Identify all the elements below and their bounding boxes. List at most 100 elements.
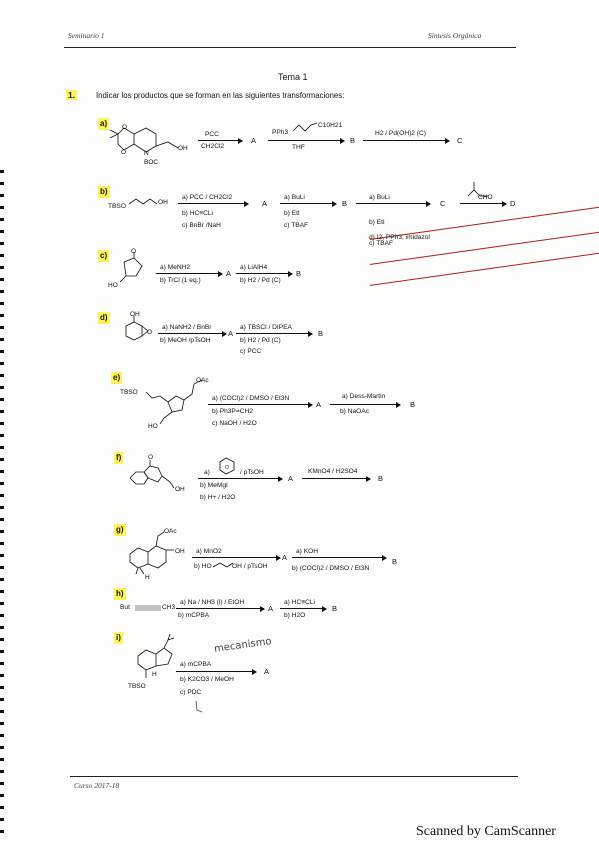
b-step2-b: b) EtI — [284, 210, 300, 217]
g-step1-bottom2: OH / pTsOH — [232, 563, 268, 570]
atom-c-o: O — [131, 248, 136, 255]
header-rule — [64, 47, 516, 48]
e-product-B: B — [410, 400, 416, 409]
question-number: 1. — [66, 90, 78, 100]
b-product-B: B — [342, 199, 348, 208]
atom-a-n: N — [144, 150, 149, 157]
f-step1-dihydropyran: O — [219, 457, 235, 475]
atom-d-o: O — [147, 329, 152, 336]
f-step1-ptsoh: / pTsOH — [240, 469, 264, 476]
a-step2-bottom: THF — [292, 144, 305, 151]
c-step1-top: a) MeNH2 — [160, 264, 191, 271]
molecule-c: O HO — [108, 248, 143, 289]
f-step2-top: KMnO4 / H2SO4 — [308, 468, 358, 475]
g-step1-ethylene-glycol — [212, 562, 234, 568]
d-step1-top: a) NaNH2 / BnBr — [162, 324, 212, 331]
g-step1-bottom: b) HO — [194, 563, 212, 570]
label-e: e) — [111, 372, 123, 384]
f-product-A: A — [288, 474, 294, 483]
i-step1-b: b) K2CO3 / MeOH — [180, 676, 234, 683]
f-step1-b: b) MeMgI — [200, 482, 228, 489]
arrow-b-4 — [460, 200, 507, 207]
footer-rule — [70, 776, 518, 777]
arrow-e-2 — [330, 401, 401, 408]
a-product-C: C — [457, 136, 463, 145]
a-step3-top: H2 / Pd(OH)2 (C) — [375, 130, 426, 137]
svg-text:O: O — [225, 465, 229, 471]
b-step1-a: a) PCC / CH2Cl2 — [182, 194, 233, 201]
atom-g-h: H — [145, 574, 150, 581]
e-step1-b: b) Ph3P=CH2 — [212, 408, 253, 415]
a-product-A: A — [251, 136, 257, 145]
h-step1-top: a) Na / NH3 (l) / EtOH — [180, 599, 245, 606]
h-start-ch3: CH3 — [162, 604, 176, 611]
d-step2-b: b) H2 / Pd (C) — [240, 337, 281, 344]
arrow-f-2 — [302, 475, 371, 482]
atom-c-ho: HO — [108, 282, 118, 289]
c-step1-bottom: b) TrCl (1 eq.) — [160, 277, 201, 284]
atom-a-o1: O — [122, 124, 127, 131]
a-step2-chain-label: C10H21 — [318, 122, 343, 129]
h-step2-top: a) HC≡CLi — [284, 599, 315, 606]
h-step2-bottom: b) H2O — [284, 612, 306, 619]
arrow-c-1 — [156, 270, 223, 277]
a-step1-bottom: CH2Cl2 — [201, 143, 225, 150]
arrow-g-1 — [192, 554, 281, 561]
atom-d-oh: OH — [130, 311, 140, 318]
g-step2-bottom: b) (COCl)2 / DMSO / Et3N — [292, 565, 370, 572]
h-step1-bottom: b) mCPBA — [178, 612, 210, 619]
b-step3-c: c) TBAF — [369, 239, 599, 248]
i-product-A: A — [264, 667, 270, 676]
label-i: i) — [114, 632, 123, 644]
d-step2-c: c) PCC — [240, 348, 262, 355]
atom-a-boc: BOC — [144, 159, 158, 166]
arrow-a-3 — [363, 137, 450, 144]
b-step1-c: c) BnBr /NaH — [182, 222, 221, 229]
label-f: f) — [114, 452, 124, 464]
arrow-d-1 — [158, 330, 227, 337]
atom-e-oac: OAc — [196, 377, 209, 384]
atom-a-o2: O — [121, 149, 126, 156]
arrow-e-1 — [208, 401, 313, 408]
label-a: a) — [98, 118, 110, 130]
e-step1-a: a) (COCl)2 / DMSO / Et3N — [212, 395, 290, 402]
atom-a-oh: OH — [178, 145, 188, 152]
molecule-h-alkyne — [135, 605, 161, 611]
g-product-A: A — [282, 553, 288, 562]
atom-g-oh: OH — [175, 548, 185, 555]
b-step3-a: a) BuLi — [369, 193, 599, 202]
f-step1-c: b) H+ / H2O — [200, 494, 236, 501]
molecule-d: OH O — [125, 311, 152, 341]
binder-holes — [0, 170, 4, 840]
atom-i-tbso: TBSO — [128, 683, 146, 690]
h-start-but: But — [120, 604, 130, 611]
arrow-f-1 — [198, 475, 283, 482]
arrow-c-2 — [236, 270, 293, 277]
b-product-A: A — [262, 199, 268, 208]
d-step2-a: a) TBSCl / DIPEA — [240, 324, 292, 331]
g-product-B: B — [392, 557, 398, 566]
molecule-g: OAc OH H — [129, 528, 185, 581]
molecule-a: O O N OH BOC — [109, 124, 188, 166]
a-step1-top: PCC — [205, 131, 219, 138]
b-product-C: C — [440, 199, 446, 208]
arrow-h-1 — [176, 605, 265, 612]
e-step2-top: a) Dess-Martin — [342, 393, 386, 400]
b-product-D: D — [510, 199, 516, 208]
header-right: Síntesis Orgánica — [428, 31, 482, 40]
d-step1-bottom: b) MeOH /pTsOH — [160, 337, 211, 344]
arrow-a-2 — [268, 137, 345, 144]
a-step2-chain — [292, 122, 318, 132]
label-h: h) — [114, 588, 126, 600]
arrow-d-2 — [236, 330, 313, 337]
b-start-oh: OH — [158, 199, 168, 206]
arrow-a-1 — [198, 137, 243, 144]
i-step1-c: c) PDC — [180, 689, 202, 696]
footer-course: Curso 2017-18 — [74, 781, 120, 790]
g-step1-top: a) MnO2 — [196, 548, 222, 555]
label-g: g) — [114, 524, 126, 536]
atom-e-ho: HO — [148, 423, 158, 430]
f-product-B: B — [378, 474, 384, 483]
arrow-b-3 — [356, 200, 431, 207]
c-step2-top: a) LiAlH4 — [240, 264, 268, 271]
